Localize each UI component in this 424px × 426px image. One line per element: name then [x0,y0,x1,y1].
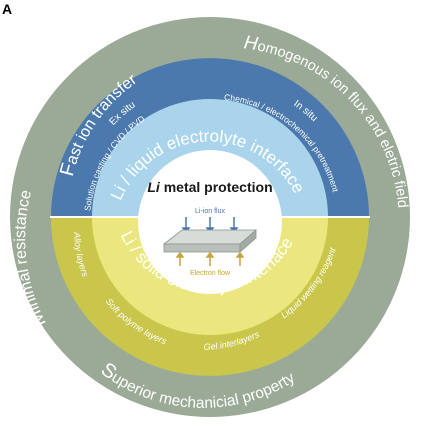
center-title: Li metal protection [147,179,272,195]
center-title-italic: Li [147,179,161,195]
lithium-slab [162,229,258,253]
fast-ion-transfer-first: F [56,161,80,179]
electron-flow-label: Electron flow [190,270,231,277]
electron-flow-arrows [175,251,245,266]
panel-label: A [2,1,12,17]
homogenous-first: H [243,32,260,55]
li-ion-flux-label: Li-ion flux [195,208,225,215]
center-title-rest: metal protection [160,179,273,195]
